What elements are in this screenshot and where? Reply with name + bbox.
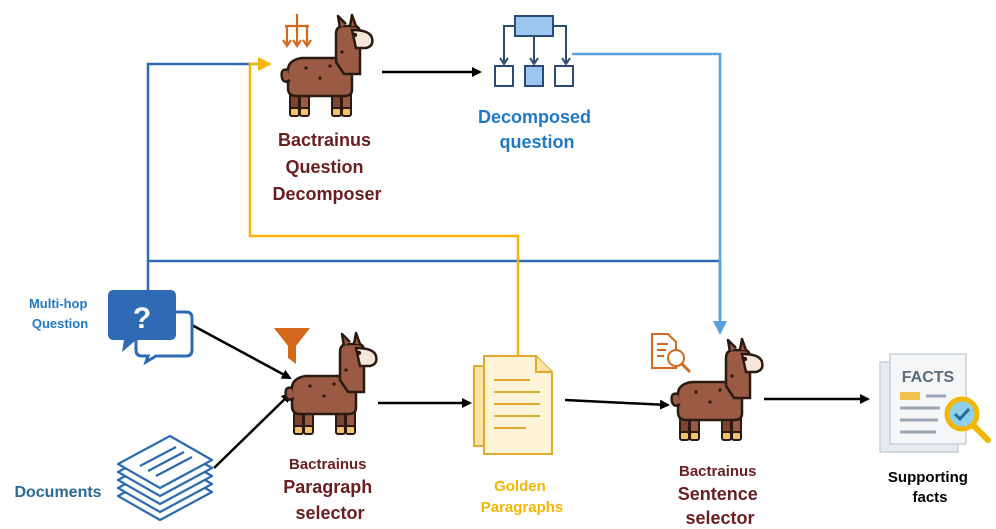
sentence-selector-label: Bactrainus Sentence selector <box>678 463 763 528</box>
documents-stack-icon <box>116 434 214 522</box>
paragraph-selector-label: Bactrainus Paragraph selector <box>283 456 377 523</box>
sentence-selector-llama-icon <box>670 337 764 442</box>
paper-icon <box>473 355 553 455</box>
golden-paragraphs-label: Golden Paragraphs <box>481 478 564 516</box>
decomposed-to-sentence-line <box>572 52 727 335</box>
search-document-icon <box>651 333 692 374</box>
supporting-facts-label: Supporting facts <box>888 469 972 506</box>
question-bubble-icon: ? <box>108 290 194 366</box>
decomposed-question-label: Decomposed question <box>478 107 596 152</box>
question-to-sentence-selector-line <box>148 259 722 320</box>
question-mark: ? <box>133 302 151 335</box>
multi-hop-question-label: Multi-hop Question <box>29 296 91 331</box>
documents-label: Documents <box>14 484 101 501</box>
hierarchy-icon <box>494 15 574 87</box>
question-to-paragraph-selector-arrow <box>189 322 292 380</box>
facts-badge-text: FACTS <box>902 369 955 386</box>
fork-arrows-icon <box>282 14 312 48</box>
documents-to-paragraph-selector-arrow <box>213 392 292 469</box>
paragraph-selector-llama-icon <box>284 331 378 436</box>
decomposer-llama-icon <box>280 13 374 118</box>
funnel-icon <box>274 328 310 364</box>
decomposer-label: Bactrainus Question Decomposer <box>272 130 381 204</box>
question-to-decomposer-line <box>146 62 268 290</box>
facts-report-icon: FACTS <box>879 353 991 453</box>
golden-to-sentence-selector-arrow <box>564 398 670 410</box>
golden-feedback-line <box>248 57 520 355</box>
